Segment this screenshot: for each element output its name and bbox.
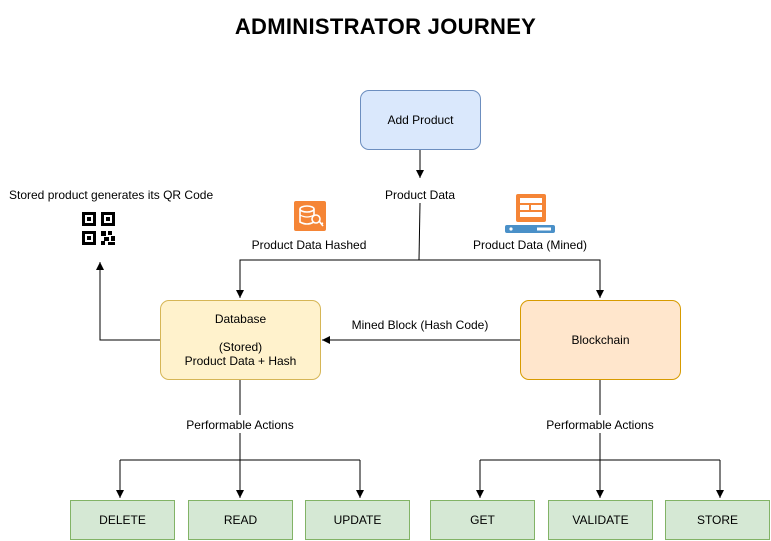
server-rack-icon	[505, 194, 555, 233]
get-action-node[interactable]: GET	[430, 500, 535, 540]
edge-db-actions-split	[120, 433, 360, 461]
validate-action-node[interactable]: VALIDATE	[548, 500, 653, 540]
blockchain-label: Blockchain	[571, 333, 630, 347]
read-action-node[interactable]: READ	[188, 500, 293, 540]
mined-block-label: Mined Block (Hash Code)	[351, 318, 489, 332]
product-data-label: Product Data	[384, 188, 456, 202]
validate-action-label: VALIDATE	[572, 513, 629, 527]
get-action-label: GET	[470, 513, 495, 527]
database-actions-label: Performable Actions	[186, 418, 294, 432]
read-action-label: READ	[223, 513, 258, 527]
blockchain-node[interactable]: Blockchain	[520, 300, 681, 380]
database-content-label: Product Data + Hash	[184, 354, 297, 368]
product-data-hashed-label: Product Data Hashed	[251, 238, 367, 252]
diagram-title: ADMINISTRATOR JOURNEY	[234, 14, 537, 39]
edge-to-blockchain	[419, 259, 604, 298]
database-stored-label: (Stored)	[218, 340, 263, 354]
edge-data-trunk	[418, 202, 421, 261]
qr-code-icon	[82, 212, 115, 245]
delete-action-label: DELETE	[99, 513, 146, 527]
product-data-mined-label: Product Data (Mined)	[472, 238, 588, 252]
update-action-label: UPDATE	[333, 513, 382, 527]
edge-to-qr	[96, 262, 160, 341]
database-title: Database	[214, 312, 267, 326]
store-action-node[interactable]: STORE	[665, 500, 770, 540]
add-product-node[interactable]: Add Product	[360, 90, 481, 150]
store-action-label: STORE	[696, 513, 739, 527]
edge-bc-actions-split	[480, 433, 720, 461]
update-action-node[interactable]: UPDATE	[305, 500, 410, 540]
database-node[interactable]: Database (Stored) Product Data + Hash	[160, 300, 321, 380]
delete-action-node[interactable]: DELETE	[70, 500, 175, 540]
blockchain-actions-label: Performable Actions	[546, 418, 654, 432]
add-product-label: Add Product	[387, 113, 454, 127]
edge-to-database	[236, 259, 419, 298]
database-key-icon	[294, 201, 326, 231]
qr-caption: Stored product generates its QR Code	[9, 188, 214, 202]
